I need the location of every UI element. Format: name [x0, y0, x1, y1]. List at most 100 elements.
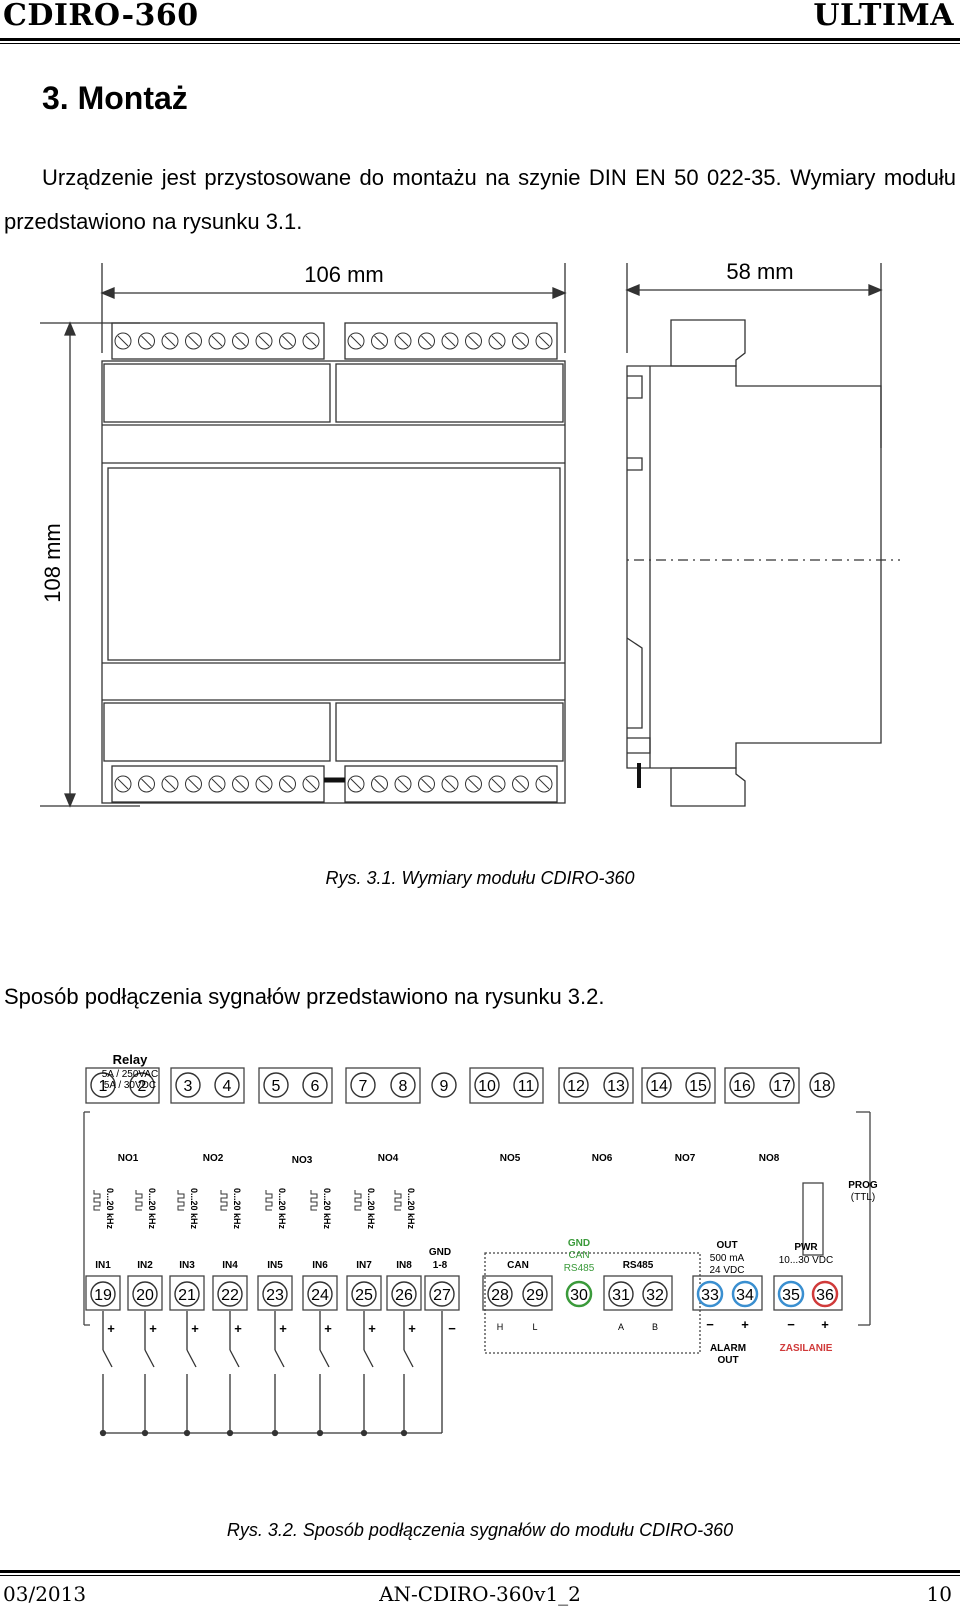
terminal-screw-icon: [114, 775, 132, 793]
terminal-screw-icon: [138, 332, 155, 350]
terminal-number: 36: [816, 1287, 834, 1304]
plus-sign: +: [408, 1321, 416, 1336]
terminal-6: 6: [302, 1072, 328, 1098]
frequency-label: 0...20 kHz: [366, 1188, 376, 1230]
no-label-2: NO2: [203, 1153, 224, 1164]
terminal-36: 36: [811, 1280, 839, 1308]
rs485-a-label: A: [618, 1322, 624, 1332]
pulse-icon: [93, 1190, 101, 1211]
page-header: CDIRO-360 ULTIMA: [0, 0, 960, 46]
pulse-icon: [394, 1190, 402, 1211]
frequency-label: 0...20 kHz: [189, 1188, 199, 1230]
prog-label-line2: (TTL): [851, 1192, 875, 1203]
terminal-screw-icon: [279, 332, 296, 350]
footer-document-id: AN-CDIRO-360v1_2: [379, 1582, 581, 1606]
terminal-7: 7: [350, 1072, 376, 1098]
terminal-number: 16: [733, 1078, 751, 1095]
terminal-screw-icon: [185, 332, 202, 350]
plus-sign: +: [149, 1321, 157, 1336]
terminal-number: 9: [440, 1078, 449, 1095]
terminal-28: 28: [487, 1281, 513, 1307]
rs485-b-label: B: [652, 1322, 658, 1332]
terminal-screw-icon: [371, 775, 388, 793]
paragraph-connection: Sposób podłączenia sygnałów przedstawion…: [4, 984, 605, 1009]
terminal-17: 17: [769, 1072, 795, 1098]
rs485-label: RS485: [623, 1260, 654, 1271]
terminal-screw-icon: [208, 332, 226, 350]
no-label-6: NO6: [592, 1153, 613, 1164]
minus-sign: −: [706, 1317, 714, 1332]
terminal-number: 33: [701, 1287, 719, 1304]
pulse-icon: [354, 1190, 362, 1211]
no-label-5: NO5: [500, 1153, 521, 1164]
terminal-number: 31: [612, 1287, 630, 1304]
terminal-block: [386, 1275, 422, 1311]
header-rule-thin: [0, 43, 960, 44]
input-label-1: IN1: [95, 1260, 111, 1271]
terminal-number: 35: [782, 1287, 800, 1304]
terminal-10: 10: [474, 1072, 500, 1098]
terminal-5: 5: [263, 1072, 289, 1098]
terminal-20: 20: [132, 1281, 158, 1307]
plus-sign: +: [368, 1321, 376, 1336]
terminal-31: 31: [608, 1281, 634, 1307]
header-left: CDIRO-360: [3, 0, 199, 33]
frequency-label: 0...20 kHz: [277, 1188, 287, 1230]
terminal-block: [170, 1067, 245, 1104]
pwr-label-line2: 10...30 VDC: [779, 1255, 833, 1266]
relay-title: Relay: [113, 1052, 148, 1067]
terminal-block: [257, 1275, 293, 1311]
pulse-icon: [265, 1190, 273, 1211]
terminal-number: 3: [184, 1078, 193, 1095]
gnd-can-label-line3: RS485: [564, 1263, 595, 1274]
input-label-2: IN2: [137, 1260, 153, 1271]
terminal-block: [169, 1275, 205, 1311]
no-label-8: NO8: [759, 1153, 780, 1164]
figure-dimensions: 106 mm 58 mm 108 mm: [40, 259, 900, 808]
depth-dimension-label: 58 mm: [726, 259, 793, 284]
terminal-number: 30: [570, 1287, 588, 1304]
minus-sign: −: [787, 1317, 795, 1332]
terminal-number: 11: [518, 1078, 535, 1095]
prog-label-line1: PROG: [848, 1180, 878, 1191]
terminal-screw-icon: [418, 332, 435, 350]
terminal-screw-icon: [418, 775, 435, 793]
plus-sign: +: [324, 1321, 332, 1336]
gnd18-label-line2: 1-8: [433, 1260, 448, 1271]
terminal-block: [85, 1275, 121, 1311]
input-label-8: IN8: [396, 1260, 412, 1271]
terminal-15: 15: [685, 1072, 711, 1098]
terminal-number: 26: [395, 1287, 413, 1304]
terminal-number: 14: [650, 1078, 668, 1095]
figure1-caption: Rys. 3.1. Wymiary modułu CDIRO-360: [325, 868, 635, 888]
section-title: 3. Montaż: [42, 80, 188, 116]
frequency-label: 0...20 kHz: [406, 1188, 416, 1230]
terminal-number: 24: [311, 1287, 329, 1304]
terminal-screw-icon: [185, 775, 202, 793]
terminal-number: 19: [94, 1287, 112, 1304]
no-label-4: NO4: [378, 1153, 399, 1164]
terminal-number: 32: [646, 1287, 664, 1304]
terminal-screw-icon: [441, 775, 459, 793]
terminal-screw-icon: [138, 775, 155, 793]
terminal-33: 33: [696, 1280, 724, 1308]
page-footer: 03/2013 AN-CDIRO-360v1_2 10: [0, 1570, 960, 1613]
terminal-13: 13: [603, 1072, 629, 1098]
footer-rule: [0, 1570, 960, 1573]
footer-rule-thin: [0, 1575, 960, 1576]
terminal-number: 1: [99, 1078, 108, 1095]
terminal-number: 6: [311, 1078, 320, 1095]
terminal-screw-icon: [232, 332, 249, 350]
terminal-block: [258, 1067, 333, 1104]
footer-page-number: 10: [926, 1582, 952, 1606]
terminal-9: 9: [431, 1072, 457, 1098]
header-rule: [0, 38, 960, 41]
minus-sign: −: [448, 1321, 456, 1336]
plus-sign: +: [741, 1317, 749, 1332]
terminal-screw-icon: [161, 332, 179, 350]
terminal-2: 2: [129, 1072, 155, 1098]
terminal-block: [345, 1067, 421, 1104]
no-label-1: NO1: [118, 1153, 139, 1164]
terminal-number: 8: [399, 1078, 408, 1095]
